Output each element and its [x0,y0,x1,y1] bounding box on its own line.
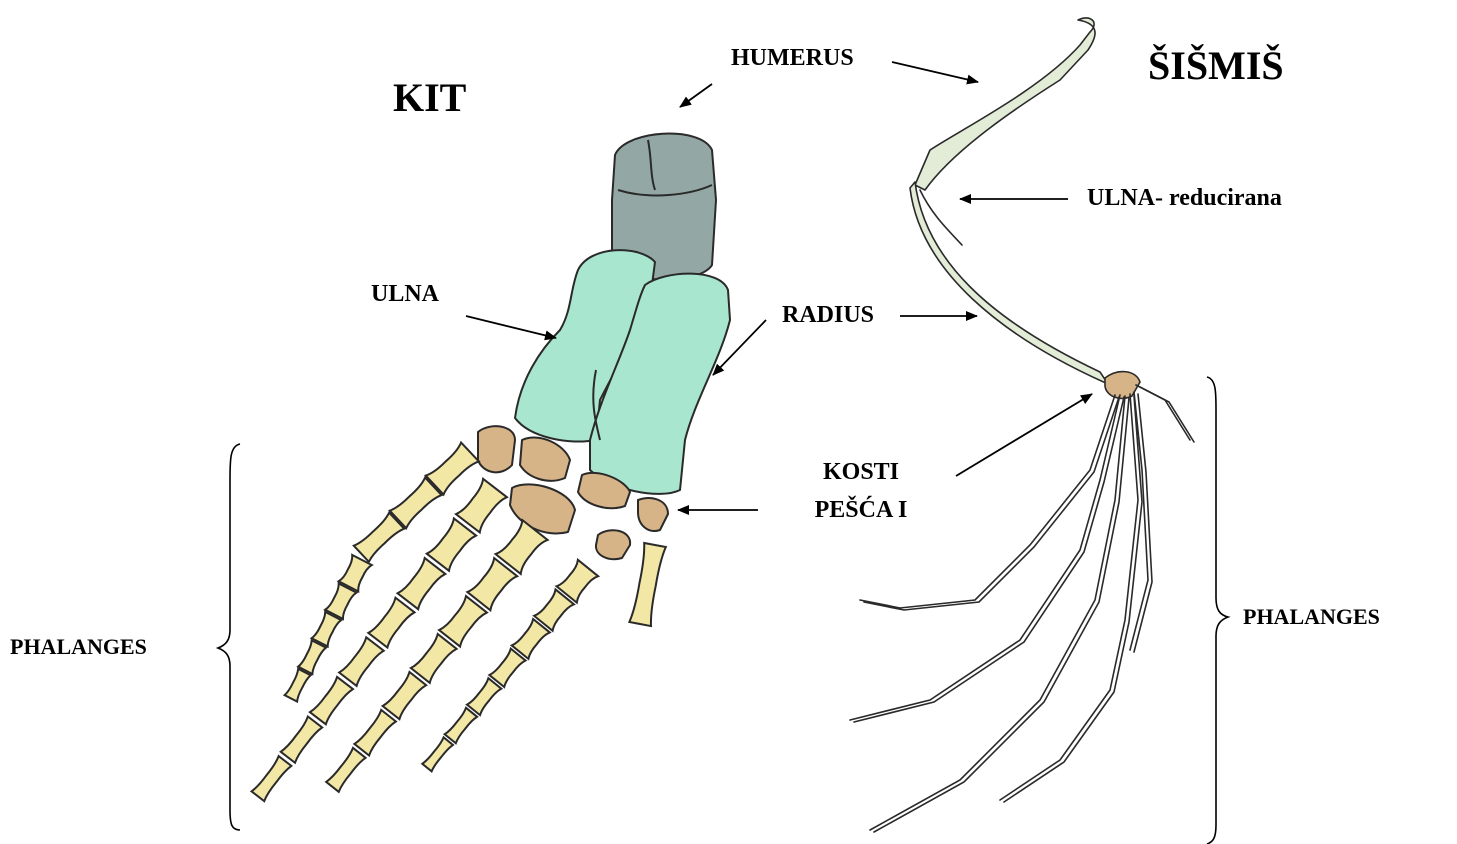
whale-phalanx [422,737,453,771]
whale-phalanx [368,598,414,648]
whale-carpal [520,438,570,481]
whale-phalanx [281,717,322,763]
label-phalanges-whale: PHALANGES [10,636,147,658]
arrow-ulna-whale [466,316,556,338]
whale-phalanx [411,634,457,683]
arrow-kosti-bat [956,394,1092,476]
label-phalanges-bat: PHALANGES [1243,606,1380,628]
whale-phalanx [298,640,326,674]
label-ulna-bat: ULNA- reducirana [1087,186,1282,210]
right-brace [1207,377,1228,844]
arrow-humerus-bat [892,62,978,82]
whale-phalanx [445,708,477,743]
whale-phalanx [252,756,292,801]
label-ulna-whale: ULNA [371,282,439,306]
title-kit: KIT [393,78,466,118]
label-kosti-line1: KOSTI [796,460,926,484]
bat-digits [850,385,1194,832]
whale-carpal [510,484,575,533]
whale-phalanx [398,558,446,609]
whale-phalanx [354,513,404,562]
arrow-humerus-whale [680,84,712,107]
bat-humerus [915,18,1095,190]
bat-finger [854,397,1124,722]
bat-radius [910,182,1108,384]
whale-phalanx [456,479,507,533]
label-kosti-pesca: KOSTI PEŠĆA I [796,460,926,522]
left-brace [218,444,240,830]
bat-thumb [1136,385,1190,440]
title-sismis: ŠIŠMIŠ [1148,46,1284,86]
whale-carpal [478,426,515,472]
whale-phalanx [629,543,665,626]
whale-carpal [638,498,668,531]
whale-phalanx [489,649,525,687]
whale-phalanx [383,672,427,719]
whale-phalanx [285,669,311,702]
whale-phalanx [339,637,384,686]
whale-phalanx [310,677,353,724]
bat-finger [1000,394,1138,800]
whale-phalanx [467,678,501,715]
whale-carpal [596,530,630,559]
label-humerus: HUMERUS [731,46,854,70]
arrows [466,62,1092,510]
whale-phalanx [427,518,476,570]
whale-phalanx [326,748,365,792]
whale-phalanx [312,612,342,647]
label-radius: RADIUS [782,303,874,327]
label-kosti-line2: PEŠĆA I [796,498,926,522]
whale-phalanx [354,710,395,756]
whale-phalanx [439,596,487,647]
whale-flipper [478,134,730,560]
